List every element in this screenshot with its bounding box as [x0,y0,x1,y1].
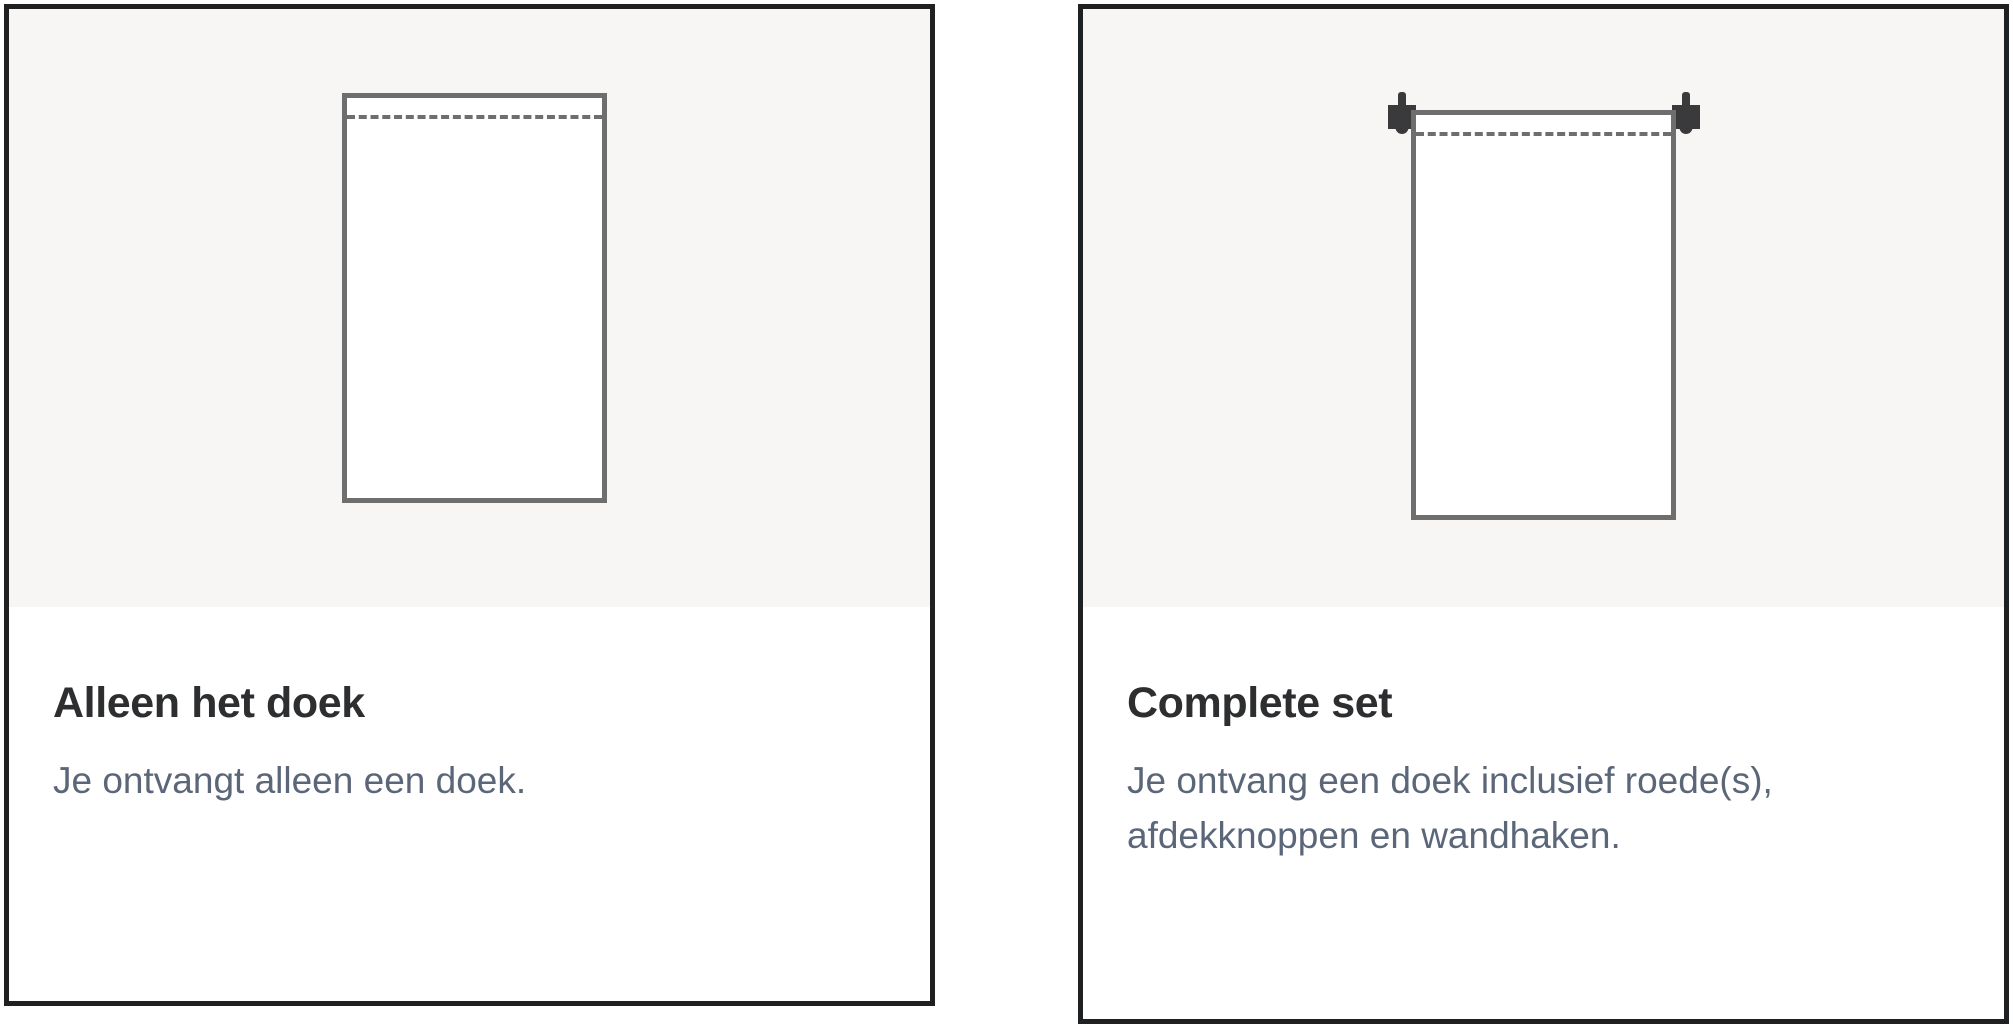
option-description: Je ontvangt alleen een doek. [53,760,527,802]
bracket-knob-icon [1395,121,1409,134]
bracket-pin-icon [1398,92,1406,106]
fabric-panel-icon [1411,110,1676,520]
option-illustration-doek-only [9,9,930,607]
fabric-panel-icon [342,93,607,503]
seam-dashed-line-icon [347,115,602,119]
option-text-block: Alleen het doek Je ontvangt alleen een d… [9,607,930,810]
bracket-pin-icon [1682,92,1690,106]
bracket-knob-icon [1679,121,1693,134]
option-illustration-complete-set [1083,9,2004,607]
option-title: Complete set [1127,679,1393,727]
option-text-block: Complete set Je ontvang een doek inclusi… [1083,607,2004,864]
option-description: Je ontvang een doek inclusief roede(s), … [1127,760,1773,857]
option-card-doek-only[interactable]: Alleen het doek Je ontvangt alleen een d… [4,4,935,1006]
wall-bracket-right-icon [1672,92,1700,134]
option-title: Alleen het doek [53,679,365,727]
option-card-complete-set[interactable]: Complete set Je ontvang een doek inclusi… [1078,4,2009,1024]
seam-dashed-line-icon [1416,132,1671,136]
